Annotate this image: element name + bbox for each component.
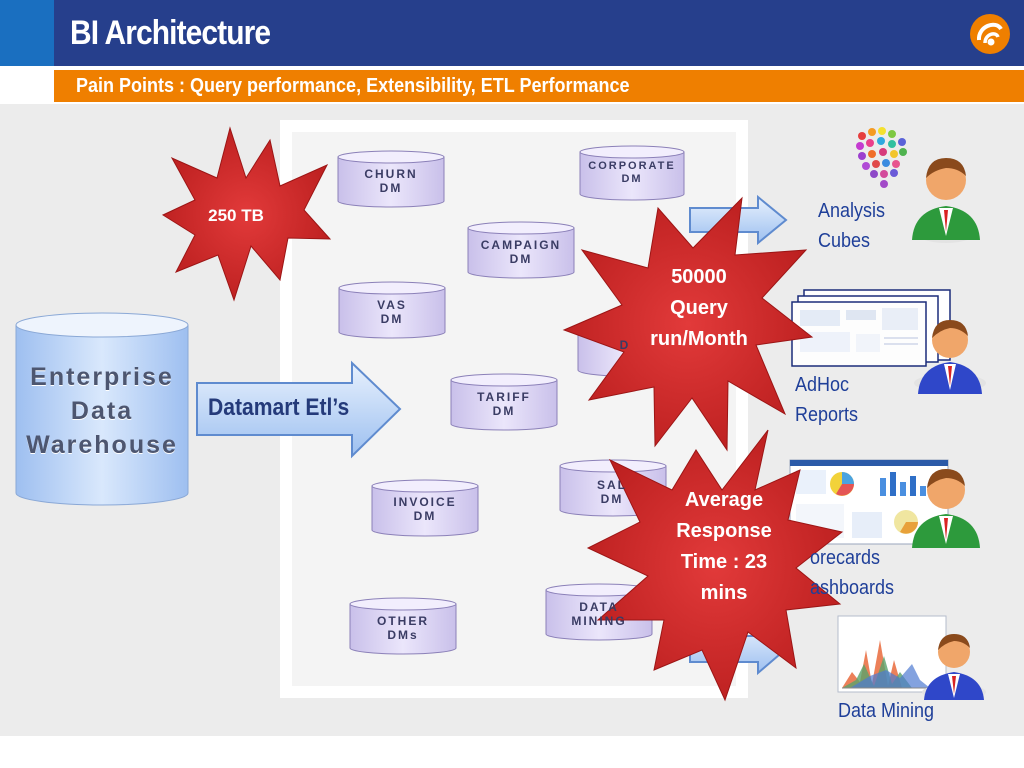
- campaign-dm-line1: CAMPAIGN: [480, 238, 562, 252]
- vas-dm-line1: VAS: [377, 298, 407, 312]
- storage-pain-label: 250 TB: [208, 206, 264, 225]
- analysis-caption-line1: Analysis: [818, 200, 886, 222]
- slide-subtitle: Pain Points : Query performance, Extensi…: [76, 75, 630, 97]
- scorecards-caption-line1: orecards: [810, 547, 881, 569]
- analysis-cubes-caption: Analysis Cubes: [818, 196, 885, 256]
- tariff-dm-cylinder: [450, 373, 558, 431]
- response-pain-line4: mins: [700, 582, 748, 604]
- sales-dm-line2: DM: [600, 492, 624, 507]
- data-mining-chart-icon: [837, 615, 947, 693]
- sales-dm-line1: SAL: [597, 478, 627, 492]
- response-pain-line1: Average: [684, 489, 764, 511]
- pain-burst-response: [586, 429, 844, 702]
- title-bar: [0, 0, 1024, 66]
- response-pain-line2: Response: [676, 520, 772, 542]
- tariff-dm-label: TARIFF DM: [451, 390, 557, 419]
- adhoc-reports-caption: AdHoc Reports: [795, 370, 858, 430]
- invoice-dm-line2: DM: [413, 509, 437, 524]
- tariff-dm-line2: DM: [492, 404, 516, 419]
- churn-dm-cylinder: [337, 150, 445, 208]
- user-icon-adhoc: [914, 320, 986, 394]
- query-pain-line2: Query: [670, 297, 728, 319]
- subtitle-bar: [54, 70, 1024, 102]
- warehouse-cylinder: [15, 312, 189, 506]
- user-icon-mining: [922, 634, 986, 700]
- user-icon-analysis: [912, 158, 980, 243]
- data-mining-dm-label: DATA MINING: [546, 600, 652, 629]
- warehouse-label-line3: Warehouse: [26, 431, 178, 459]
- campaign-dm-label: CAMPAIGN DM: [468, 238, 574, 267]
- campaign-dm-line2: DM: [509, 252, 533, 267]
- partial-dm-line2: D: [619, 338, 631, 352]
- adhoc-caption-line2: Reports: [795, 404, 859, 426]
- pain-burst-storage: [161, 126, 332, 302]
- other-dms-label: OTHER DMs: [350, 614, 456, 643]
- data-mining-caption: Data Mining: [838, 700, 935, 722]
- etl-arrow: [196, 360, 402, 459]
- sales-dm-label: SAL DM: [580, 478, 644, 507]
- response-pain-line3: Time : 23: [680, 551, 768, 573]
- query-pain-label: 50000 Query run/Month: [628, 262, 770, 355]
- title-bar-accent: [0, 0, 54, 66]
- cube-icon: [856, 127, 907, 188]
- query-pain-line1: 50000: [671, 266, 727, 288]
- churn-dm-label: CHURN DM: [338, 167, 444, 196]
- response-pain-label: Average Response Time : 23 mins: [656, 485, 792, 609]
- warehouse-label-line1: Enterprise: [30, 363, 174, 391]
- data-mining-dm-line2: MINING: [571, 614, 627, 629]
- corporate-dm-cylinder: [579, 145, 685, 201]
- other-dms-line2: DMs: [387, 628, 419, 643]
- data-mining-dm-line1: DATA: [579, 600, 619, 614]
- scorecards-caption: orecards ashboards: [810, 543, 894, 603]
- churn-dm-line1: CHURN: [364, 167, 418, 181]
- invoice-dm-line1: INVOICE: [393, 495, 457, 509]
- query-pain-line3: run/Month: [650, 328, 748, 350]
- company-logo: [966, 12, 1014, 61]
- vas-dm-label: VAS DM: [339, 298, 445, 327]
- partial-dm-label: D: [600, 338, 650, 352]
- analysis-caption-line2: Cubes: [818, 230, 871, 252]
- corporate-dm-line1: CORPORATE: [588, 160, 676, 172]
- scorecards-caption-line2: ashboards: [810, 577, 895, 599]
- report-sheets-icon: [791, 289, 951, 367]
- vas-dm-cylinder: [338, 281, 446, 339]
- invoice-dm-cylinder: [371, 479, 479, 537]
- corporate-dm-line2: DM: [621, 173, 643, 186]
- slide-title: BI Architecture: [70, 14, 271, 52]
- warehouse-label: Enterprise Data Warehouse: [9, 360, 195, 462]
- etl-arrow-label: Datamart Etl’s: [208, 394, 350, 421]
- corporate-dm-label: CORPORATE DM: [580, 160, 684, 186]
- tariff-dm-line1: TARIFF: [477, 390, 531, 404]
- pain-burst-query: [562, 196, 814, 452]
- user-icon-scorecards: [912, 469, 980, 548]
- churn-dm-line2: DM: [379, 181, 403, 196]
- invoice-dm-label: INVOICE DM: [372, 495, 478, 524]
- other-dms-line1: OTHER: [377, 614, 429, 628]
- adhoc-caption-line1: AdHoc: [795, 374, 850, 396]
- warehouse-label-line2: Data: [70, 397, 134, 425]
- campaign-dm-cylinder: [467, 221, 575, 279]
- vas-dm-line2: DM: [380, 312, 404, 327]
- other-dms-cylinder: [349, 597, 457, 655]
